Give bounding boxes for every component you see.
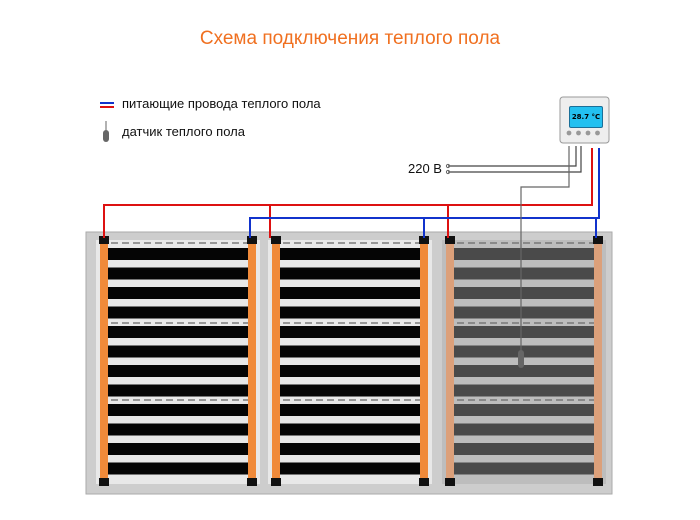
heating-stripe bbox=[108, 267, 248, 280]
heating-stripe bbox=[454, 365, 594, 377]
heating-stripe bbox=[108, 443, 248, 455]
terminal-clip bbox=[419, 236, 429, 244]
heating-stripe bbox=[454, 423, 594, 436]
heating-stripe bbox=[108, 248, 248, 260]
copper-bus-bar bbox=[594, 240, 602, 484]
heating-stripe bbox=[108, 365, 248, 377]
thermostat-button[interactable] bbox=[585, 130, 591, 136]
heating-stripe bbox=[280, 267, 420, 280]
thermostat-buttons bbox=[566, 130, 600, 136]
heating-stripe bbox=[280, 306, 420, 319]
heating-stripe bbox=[280, 462, 420, 475]
legend-power-wires-label: питающие провода теплого пола bbox=[122, 96, 321, 111]
film-panel bbox=[268, 236, 432, 486]
supply-wires bbox=[448, 146, 582, 173]
diagram-title: Схема подключения теплого пола bbox=[199, 28, 501, 49]
heating-stripe bbox=[280, 248, 420, 260]
thermostat-button[interactable] bbox=[595, 130, 600, 136]
copper-bus-bar bbox=[100, 240, 108, 484]
terminal-clip bbox=[247, 236, 257, 244]
copper-bus-bar bbox=[446, 240, 454, 484]
terminal-clip bbox=[593, 236, 603, 244]
floor-sensor-icon bbox=[518, 350, 524, 368]
sensor-key-icon bbox=[103, 121, 109, 142]
terminal-clip bbox=[445, 236, 455, 244]
terminal-clip bbox=[271, 478, 281, 486]
blue-wire-key-icon bbox=[100, 102, 114, 104]
red-wire bbox=[103, 148, 593, 238]
heating-stripe bbox=[280, 443, 420, 455]
copper-bus-bar bbox=[248, 240, 256, 484]
heating-stripe bbox=[454, 287, 594, 299]
terminal-clip bbox=[271, 236, 281, 244]
heating-stripe bbox=[108, 326, 248, 338]
copper-bus-bar bbox=[420, 240, 428, 484]
terminal-clip bbox=[247, 478, 257, 486]
heating-stripe bbox=[280, 404, 420, 416]
film-panel bbox=[96, 236, 260, 486]
heating-stripe bbox=[280, 287, 420, 299]
thermostat-display: 28.7 °C bbox=[569, 106, 603, 128]
copper-bus-bar bbox=[272, 240, 280, 484]
terminal-clip bbox=[593, 478, 603, 486]
terminal-clip bbox=[99, 236, 109, 244]
supply-terminals bbox=[445, 163, 451, 175]
terminal-clip bbox=[419, 478, 429, 486]
heating-stripe bbox=[454, 306, 594, 319]
heating-stripe bbox=[280, 365, 420, 377]
heating-stripe bbox=[454, 384, 594, 397]
voltage-label: 220 В bbox=[408, 161, 442, 176]
heating-stripe bbox=[454, 326, 594, 338]
red-wire-key-icon bbox=[100, 106, 114, 108]
heating-stripe bbox=[454, 267, 594, 280]
heating-stripe bbox=[108, 345, 248, 358]
heating-stripe bbox=[454, 345, 594, 358]
heating-stripe bbox=[108, 384, 248, 397]
film-panels bbox=[96, 236, 606, 486]
heating-stripe bbox=[454, 404, 594, 416]
legend-sensor-label: датчик теплого пола bbox=[122, 124, 245, 139]
heating-stripe bbox=[108, 423, 248, 436]
power-wires bbox=[103, 148, 600, 238]
heating-stripe bbox=[108, 306, 248, 319]
sensor-wire bbox=[520, 146, 570, 355]
heating-stripe bbox=[108, 404, 248, 416]
heating-stripe bbox=[108, 287, 248, 299]
heating-stripe bbox=[454, 462, 594, 475]
thermostat-button[interactable] bbox=[576, 130, 581, 136]
heating-stripe bbox=[280, 384, 420, 397]
terminal-clip bbox=[99, 478, 109, 486]
heating-stripe bbox=[280, 326, 420, 338]
heating-stripe bbox=[454, 443, 594, 455]
heating-stripe bbox=[108, 462, 248, 475]
thermostat-button[interactable] bbox=[566, 130, 572, 136]
heating-stripe bbox=[454, 248, 594, 260]
terminal-clip bbox=[445, 478, 455, 486]
heating-stripe bbox=[280, 423, 420, 436]
heating-stripe bbox=[280, 345, 420, 358]
